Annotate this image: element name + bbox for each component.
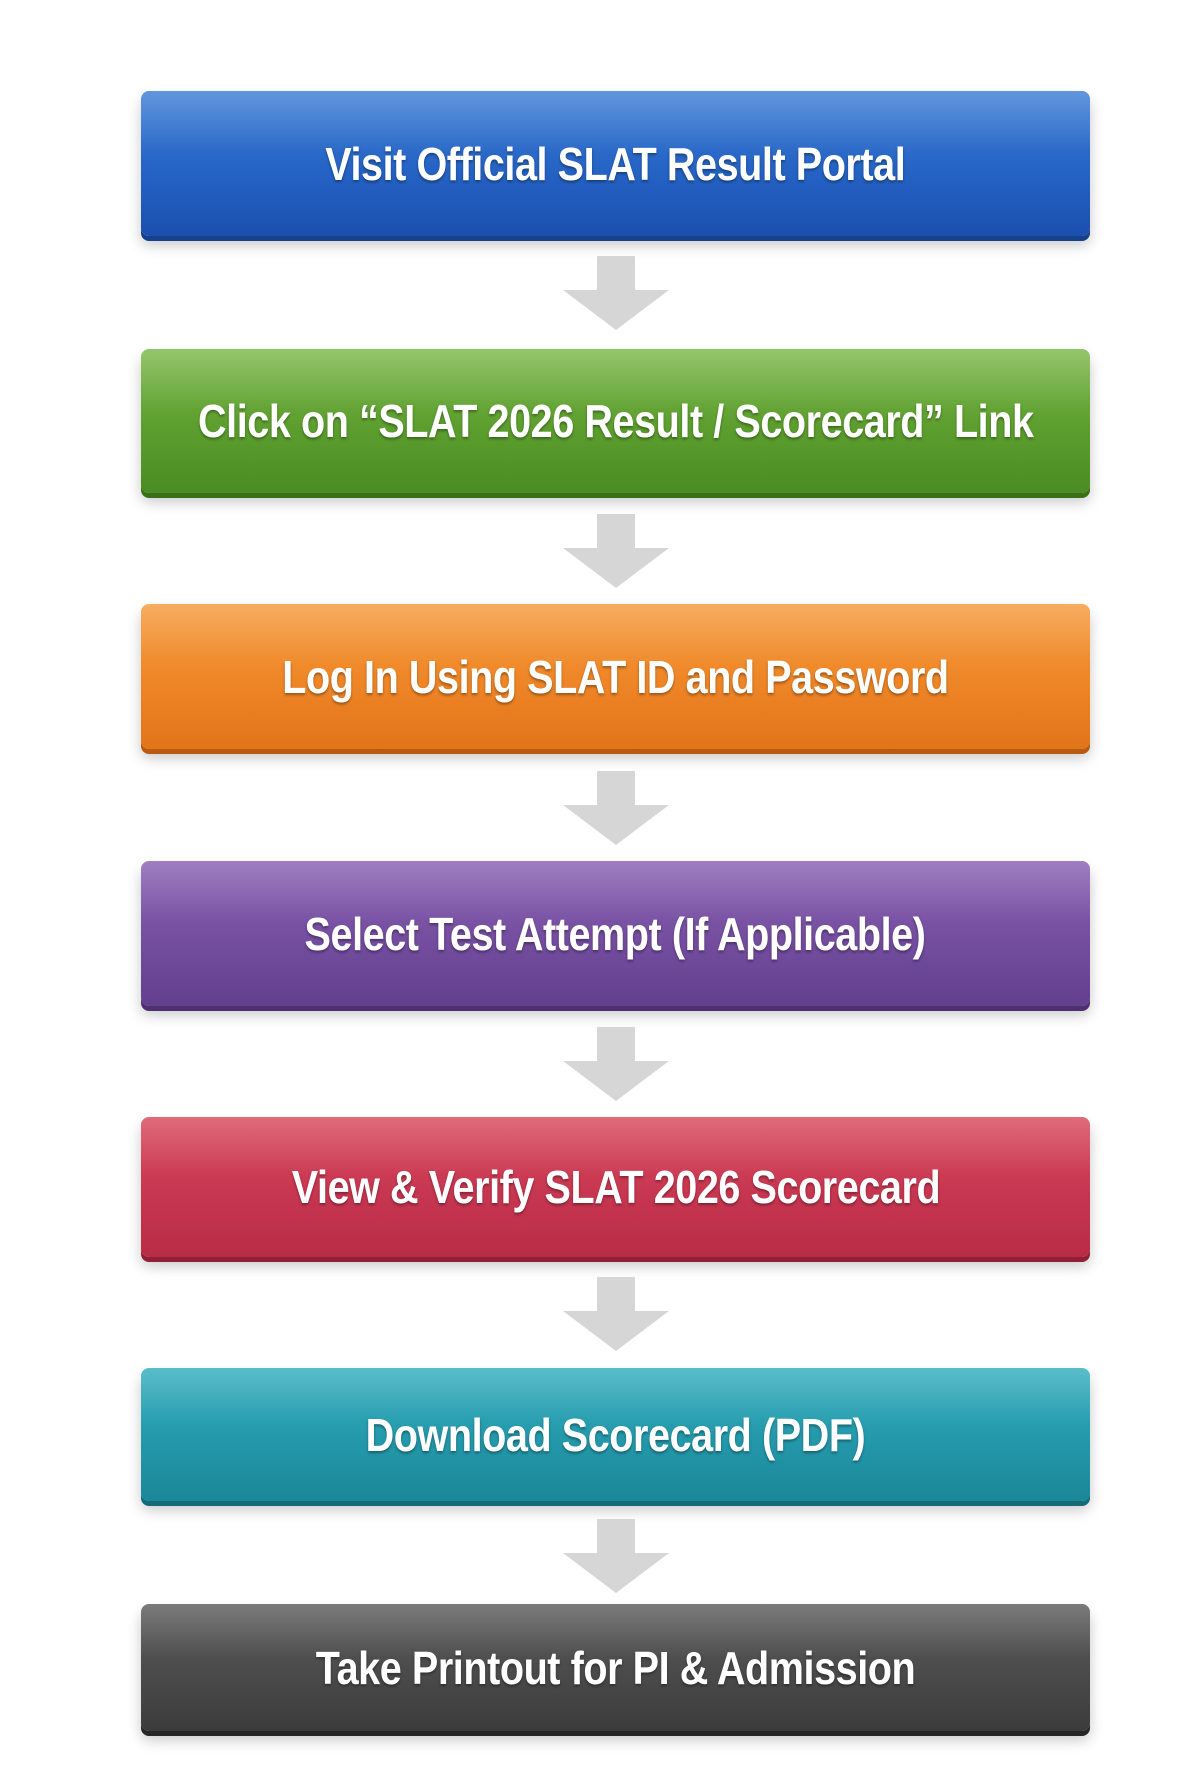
step-label: View & Verify SLAT 2026 Scorecard (291, 1161, 940, 1213)
step-download-scorecard: Download Scorecard (PDF) (141, 1368, 1090, 1501)
step-select-attempt: Select Test Attempt (If Applicable) (141, 861, 1090, 1006)
step-log-in: Log In Using SLAT ID and Password (141, 604, 1090, 749)
step-label: Visit Official SLAT Result Portal (325, 137, 906, 190)
step-label: Take Printout for PI & Admission (315, 1641, 916, 1694)
arrow-down-icon (563, 1519, 669, 1593)
arrow-shape (563, 771, 669, 845)
arrow-shape (563, 1277, 669, 1351)
step-take-printout: Take Printout for PI & Admission (141, 1604, 1090, 1731)
step-label: Download Scorecard (PDF) (365, 1408, 866, 1461)
step-label: Select Test Attempt (If Applicable) (305, 907, 926, 960)
step-click-result-link: Click on “SLAT 2026 Result / Scorecard” … (141, 349, 1090, 493)
arrow-down-icon (563, 771, 669, 845)
arrow-down-icon (563, 1277, 669, 1351)
arrow-shape (563, 1027, 669, 1101)
arrow-down-icon (563, 514, 669, 588)
step-visit-portal: Visit Official SLAT Result Portal (141, 91, 1090, 236)
arrow-shape (563, 514, 669, 588)
arrow-shape (563, 1519, 669, 1593)
step-label: Click on “SLAT 2026 Result / Scorecard” … (197, 395, 1034, 447)
step-view-verify: View & Verify SLAT 2026 Scorecard (141, 1117, 1090, 1257)
step-label: Log In Using SLAT ID and Password (282, 650, 949, 703)
arrow-down-icon (563, 256, 669, 330)
arrow-down-icon (563, 1027, 669, 1101)
arrow-shape (563, 256, 669, 330)
